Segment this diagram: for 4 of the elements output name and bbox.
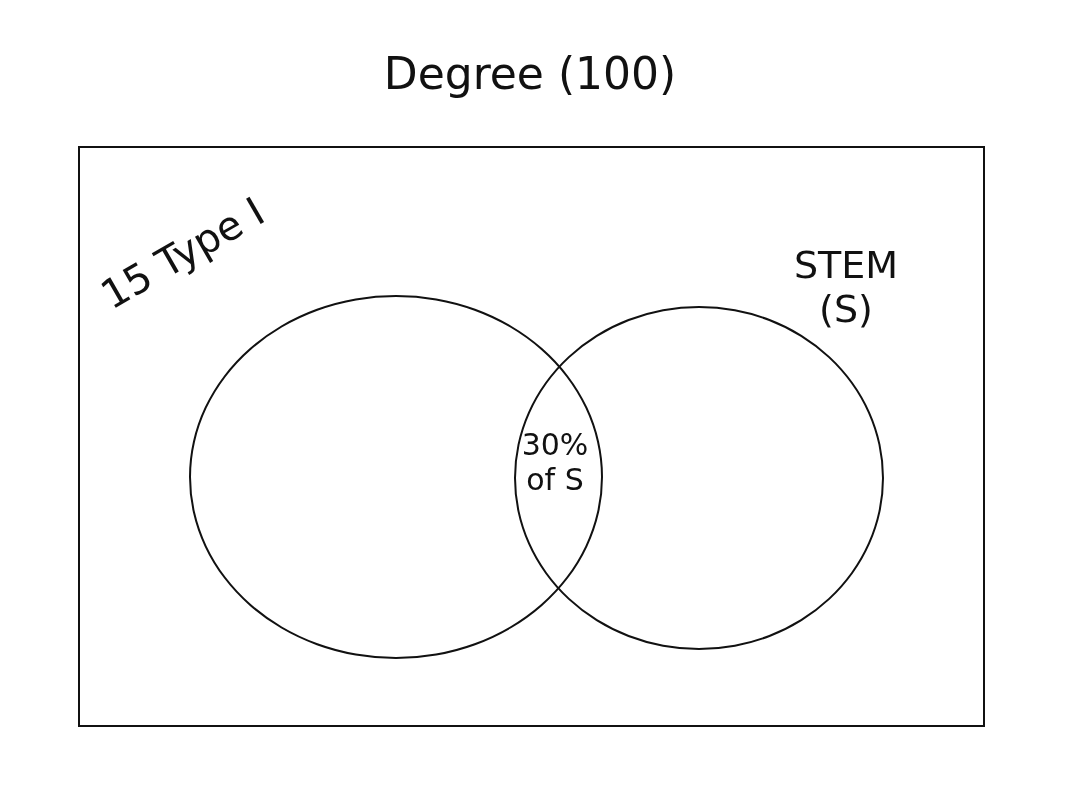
set-label: Degree (100) <box>382 48 678 99</box>
intersection-label: 30% of S <box>520 427 590 497</box>
circle-label: STEM (S) <box>792 243 900 331</box>
circle-label: 15 Type I <box>93 187 273 318</box>
